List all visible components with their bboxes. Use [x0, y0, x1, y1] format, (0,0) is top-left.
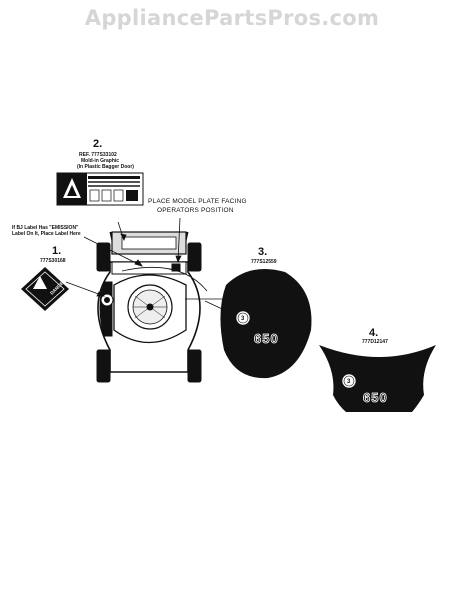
part-4-number: 4. [369, 327, 379, 339]
model-plate-note-line-1: PLACE MODEL PLATE FACING [148, 198, 247, 205]
part-2-number: 2. [93, 138, 103, 150]
part-4-decal-text: 650 [363, 390, 388, 405]
part-1-number: 1. [52, 245, 62, 257]
model-plate-note-line-2: OPERATORS POSITION [157, 207, 234, 214]
part-3-decal-text: 650 [254, 331, 279, 346]
part-3-number: 3. [258, 246, 268, 258]
part-2-note-line-2: (In Plastic Bagger Door) [77, 164, 134, 170]
emission-note-line-2: Label On It, Place Label Here [12, 231, 81, 237]
emission-note-line-1: If BJ Label Has "EMISSION" [12, 225, 79, 231]
part-2-ref: REF. 777S33102 [79, 152, 117, 158]
part-2-note-line-1: Mold-in Graphic [81, 158, 120, 164]
part-4-part-number: 777D12147 [362, 339, 388, 345]
part-3-decal [220, 268, 312, 379]
part-1-decal [21, 267, 69, 311]
part-3-badge-text: 3 [241, 316, 245, 322]
part-2-decal [56, 172, 144, 206]
part-3-part-number: 777S12559 [251, 259, 277, 265]
watermark: AppliancePartsPros.com [84, 6, 380, 30]
part-4-decal [319, 345, 436, 412]
part-1-part-number: 777S30168 [40, 258, 66, 264]
lawn-mower [96, 231, 202, 383]
part-4-badge-text: 3 [347, 379, 351, 385]
